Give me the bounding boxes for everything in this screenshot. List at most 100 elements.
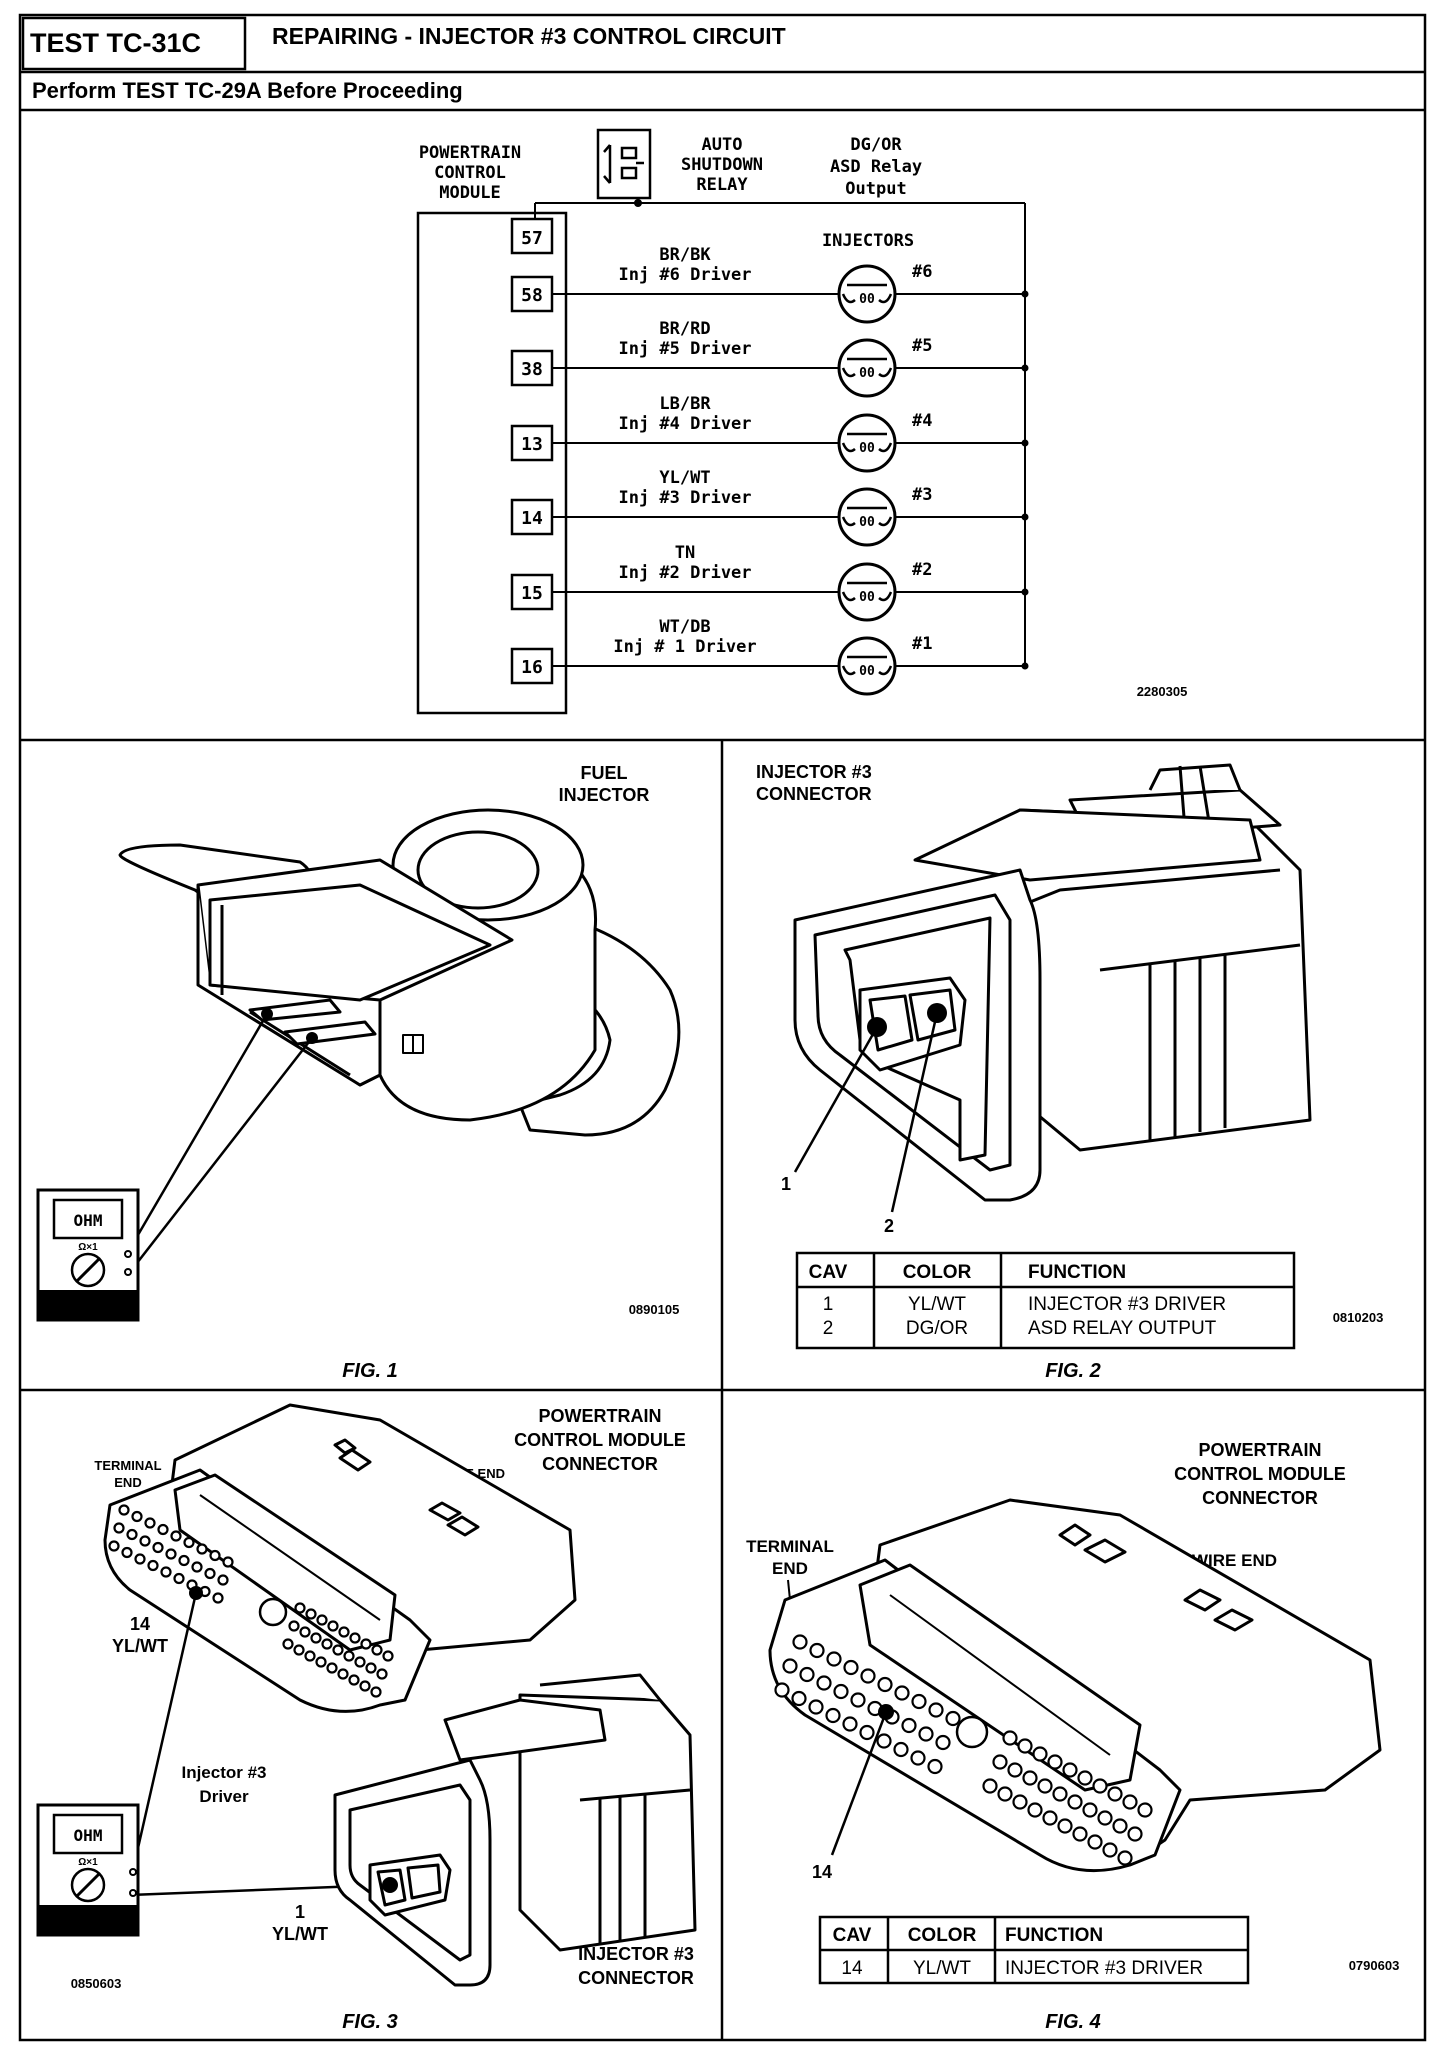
- fig3-ohmmeter-icon: OHM Ω×1: [36, 1803, 140, 1937]
- fig3-label-3: CONNECTOR: [542, 1454, 658, 1474]
- connector-pin: [293, 1644, 305, 1656]
- asd-bus: [534, 198, 1026, 665]
- injectors-label: INJECTORS: [822, 231, 914, 251]
- fig2-cell: 1: [823, 1294, 834, 1315]
- bus-junction: [1021, 662, 1029, 670]
- connector-pin: [1042, 1810, 1058, 1826]
- connector-pin: [1037, 1778, 1053, 1794]
- fig3-pin-color: YL/WT: [112, 1636, 168, 1656]
- wire-color: WT/DB: [659, 617, 710, 637]
- connector-pin: [1017, 1738, 1033, 1754]
- connector-pin: [893, 1741, 909, 1758]
- connector-pin: [935, 1734, 951, 1751]
- coil-label: 00: [859, 515, 875, 530]
- connector-pin: [326, 1662, 338, 1674]
- fig2-label-1: INJECTOR #3: [756, 762, 872, 782]
- coil-label: 00: [859, 292, 875, 307]
- connector-pin: [147, 1559, 159, 1572]
- fig3-cav-color: YL/WT: [272, 1924, 328, 1944]
- relay-junction: [634, 199, 642, 207]
- pin-number: 38: [521, 359, 543, 380]
- connector-pin: [808, 1699, 824, 1715]
- pcm-label-3: MODULE: [439, 183, 500, 203]
- connector-pin: [859, 1724, 875, 1741]
- fig4-header: COLOR: [908, 1925, 977, 1946]
- connector-pin: [1052, 1786, 1068, 1802]
- fig3-label-2: CONTROL MODULE: [514, 1430, 686, 1450]
- fig2-panel: INJECTOR #3 CONNECTOR: [756, 762, 1383, 1382]
- fig4-pin-leader: [830, 1711, 888, 1856]
- injector-coil-icon: 00: [837, 562, 897, 622]
- connector-pin: [928, 1702, 944, 1718]
- relay-label-2: SHUTDOWN: [681, 155, 763, 175]
- fig2-cell: INJECTOR #3 DRIVER: [1028, 1294, 1226, 1315]
- wire-color: YL/WT: [659, 468, 710, 488]
- connector-pin: [196, 1543, 208, 1555]
- connector-pin: [1067, 1794, 1083, 1810]
- connector-pin: [204, 1567, 216, 1580]
- fig4-terminal-end-2: END: [772, 1559, 808, 1578]
- pcm-box: [416, 211, 568, 715]
- connector-pin: [774, 1682, 790, 1698]
- fig2-cav-2-label: 2: [884, 1216, 894, 1236]
- fig3-probe-14: [189, 1586, 203, 1600]
- connector-pin: [918, 1726, 934, 1742]
- relay-label-3: RELAY: [696, 175, 748, 195]
- fig4-header: CAV: [833, 1925, 872, 1946]
- fig4-label-3: CONNECTOR: [1202, 1488, 1318, 1508]
- connector-pin: [108, 1540, 120, 1552]
- wire-color: BR/RD: [659, 319, 710, 339]
- fig4-caption: FIG. 4: [1045, 2011, 1101, 2033]
- connector-pin: [321, 1638, 333, 1650]
- connector-pin: [1137, 1802, 1153, 1818]
- fig2-cavity-table: [795, 1251, 1296, 1350]
- connector-pin: [332, 1644, 344, 1656]
- connector-pin: [826, 1651, 842, 1667]
- connector-pin: [1032, 1746, 1048, 1762]
- fig4-cell: YL/WT: [913, 1958, 971, 1979]
- injector-coil-icon: 00: [837, 264, 897, 324]
- connector-pin: [139, 1535, 151, 1547]
- bus-junction: [1021, 364, 1029, 372]
- connector-pin: [809, 1642, 825, 1659]
- connector-pin: [304, 1650, 316, 1662]
- connector-pin: [359, 1680, 371, 1692]
- pcm-label-2: CONTROL: [434, 163, 506, 183]
- connector-pin: [343, 1650, 355, 1662]
- connector-pin: [1092, 1778, 1108, 1794]
- connector-pin: [165, 1548, 177, 1560]
- connector-pin: [791, 1690, 807, 1707]
- injector-coil-icon: 00: [837, 338, 897, 398]
- fig1-label-1: FUEL: [581, 763, 628, 783]
- fig3-center-hole: [258, 1597, 288, 1627]
- fig3-pcm-connector-drawing: [103, 1403, 577, 1713]
- connector-pin: [1002, 1730, 1018, 1746]
- driver-label: Inj #3 Driver: [618, 488, 751, 508]
- driver-label: Inj #4 Driver: [618, 414, 751, 434]
- connector-pin: [910, 1750, 926, 1766]
- connector-pin: [337, 1668, 349, 1680]
- pin-number: 14: [521, 508, 543, 529]
- fig2-cav-1-label: 1: [781, 1174, 791, 1194]
- connector-pin: [945, 1710, 961, 1727]
- fig2-cell: ASD RELAY OUTPUT: [1028, 1318, 1217, 1339]
- fig4-pin-field: [774, 1634, 1153, 1866]
- asd-label-3: Output: [845, 179, 906, 199]
- connector-pin: [894, 1685, 910, 1701]
- connector-pin: [901, 1717, 917, 1734]
- connector-pin: [816, 1675, 832, 1691]
- connector-pin: [118, 1504, 130, 1516]
- connector-pin: [370, 1686, 382, 1698]
- fig4-label-1: POWERTRAIN: [1199, 1440, 1322, 1460]
- connector-pin: [1087, 1834, 1103, 1850]
- coil-label: 00: [859, 441, 875, 456]
- connector-pin: [178, 1554, 190, 1567]
- fig1-panel: FUEL INJECTOR: [36, 763, 681, 1382]
- fig1-meter-text: OHM: [74, 1211, 103, 1230]
- fig1-code: 0890105: [629, 1302, 680, 1317]
- asd-label-1: DG/OR: [850, 135, 902, 155]
